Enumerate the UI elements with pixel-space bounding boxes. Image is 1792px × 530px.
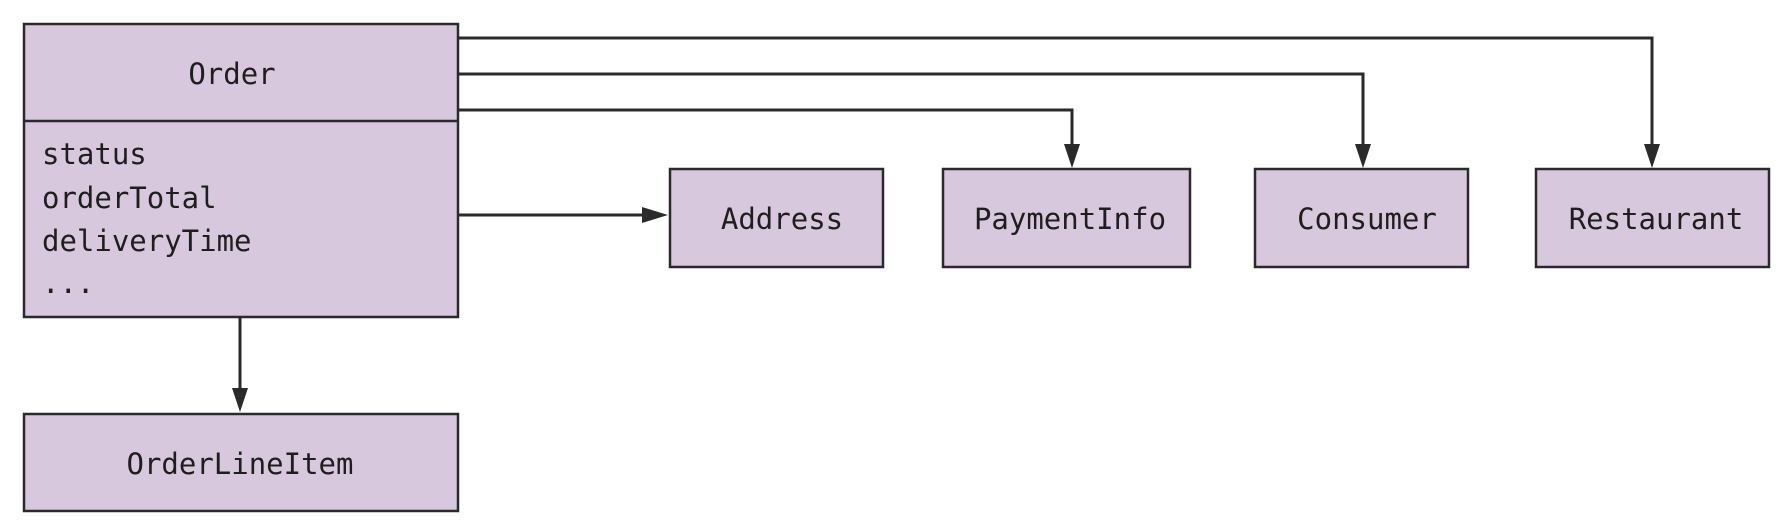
paymentinfo-box-frame (941, 167, 1192, 269)
arrowhead-address (642, 207, 668, 223)
order-title: Order (188, 57, 275, 91)
order-attribute-deliverytime: deliveryTime (42, 224, 252, 258)
orderlineitem-box-frame (22, 412, 460, 513)
address-box-frame (668, 167, 885, 269)
order-class-box: Order status orderTotal deliveryTime ... (22, 22, 460, 319)
arrowhead-restaurant (1644, 144, 1660, 168)
consumer-title: Consumer (1297, 202, 1437, 236)
arrowhead-orderlineitem (232, 388, 248, 412)
connector-order-paymentinfo (458, 108, 1074, 150)
orderlineitem-class-box: OrderLineItem (22, 412, 460, 513)
arrowhead-consumer (1355, 144, 1371, 168)
arrowhead-paymentinfo (1064, 144, 1080, 168)
connectors (232, 36, 1660, 412)
connector-order-restaurant (458, 36, 1654, 150)
address-class-box: Address (668, 167, 885, 269)
paymentinfo-class-box: PaymentInfo (941, 167, 1192, 269)
orderlineitem-title: OrderLineItem (127, 447, 354, 481)
order-attribute-status: status (42, 137, 147, 171)
consumer-class-box: Consumer (1253, 167, 1470, 269)
paymentinfo-title: PaymentInfo (974, 202, 1166, 236)
connector-order-consumer (458, 72, 1365, 150)
restaurant-box-frame (1534, 167, 1771, 269)
restaurant-class-box: Restaurant (1534, 167, 1771, 269)
order-attribute-ellipsis: ... (42, 266, 94, 300)
order-attribute-ordertotal: orderTotal (42, 181, 217, 215)
restaurant-title: Restaurant (1569, 202, 1744, 236)
address-title: Address (721, 202, 843, 236)
consumer-box-frame (1253, 167, 1470, 269)
order-box-frame (22, 22, 460, 319)
